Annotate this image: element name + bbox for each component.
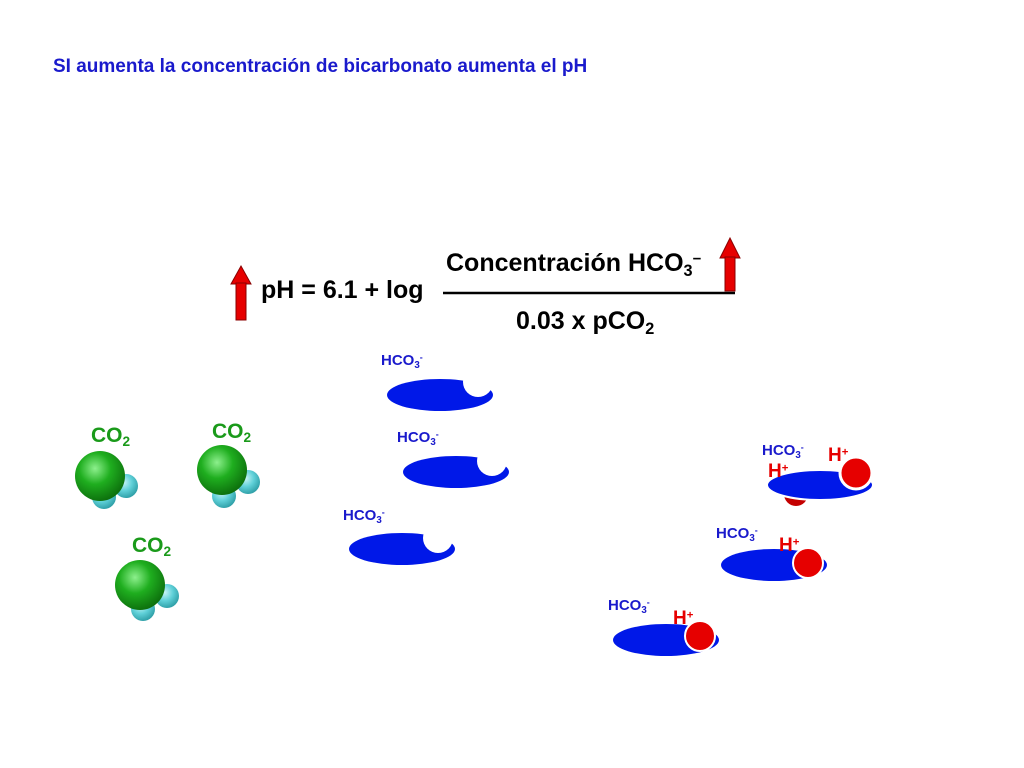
proton-label: H+ [768, 461, 789, 482]
co2-molecule-icon [75, 451, 138, 509]
co2-label: CO2 [91, 424, 131, 450]
hco3-label: HCO3- [608, 597, 650, 616]
bicarbonate-up-arrow-icon [719, 236, 741, 292]
hco3-label: HCO3- [343, 507, 385, 526]
co2-label: CO2 [132, 534, 172, 560]
hco3-label: HCO3- [716, 525, 758, 544]
proton-icon [838, 455, 874, 491]
equation-numerator: Concentración HCO3− [446, 249, 702, 280]
proton-label: H+ [828, 445, 849, 466]
proton-icon [792, 547, 824, 579]
equation-lhs: pH = 6.1 + log [261, 276, 424, 304]
co2-molecule-icon [115, 560, 179, 621]
hco3-label: HCO3- [381, 352, 423, 371]
bicarbonate-ion-icon [403, 446, 509, 488]
co2-label: CO2 [212, 420, 252, 446]
ph-up-arrow-icon [230, 264, 252, 321]
hco3-label: HCO3- [762, 442, 804, 461]
proton-label: H+ [779, 535, 800, 556]
bicarbonate-ion-icon [349, 523, 455, 565]
bicarbonate-ion-icon [387, 367, 493, 411]
equation-denominator: 0.03 x pCO2 [516, 307, 655, 338]
proton-icon [684, 620, 716, 652]
hco3-label: HCO3- [397, 429, 439, 448]
proton-label: H+ [673, 608, 694, 629]
co2-molecule-icon [197, 445, 260, 508]
slide-title: SI aumenta la concentración de bicarbona… [53, 56, 588, 77]
